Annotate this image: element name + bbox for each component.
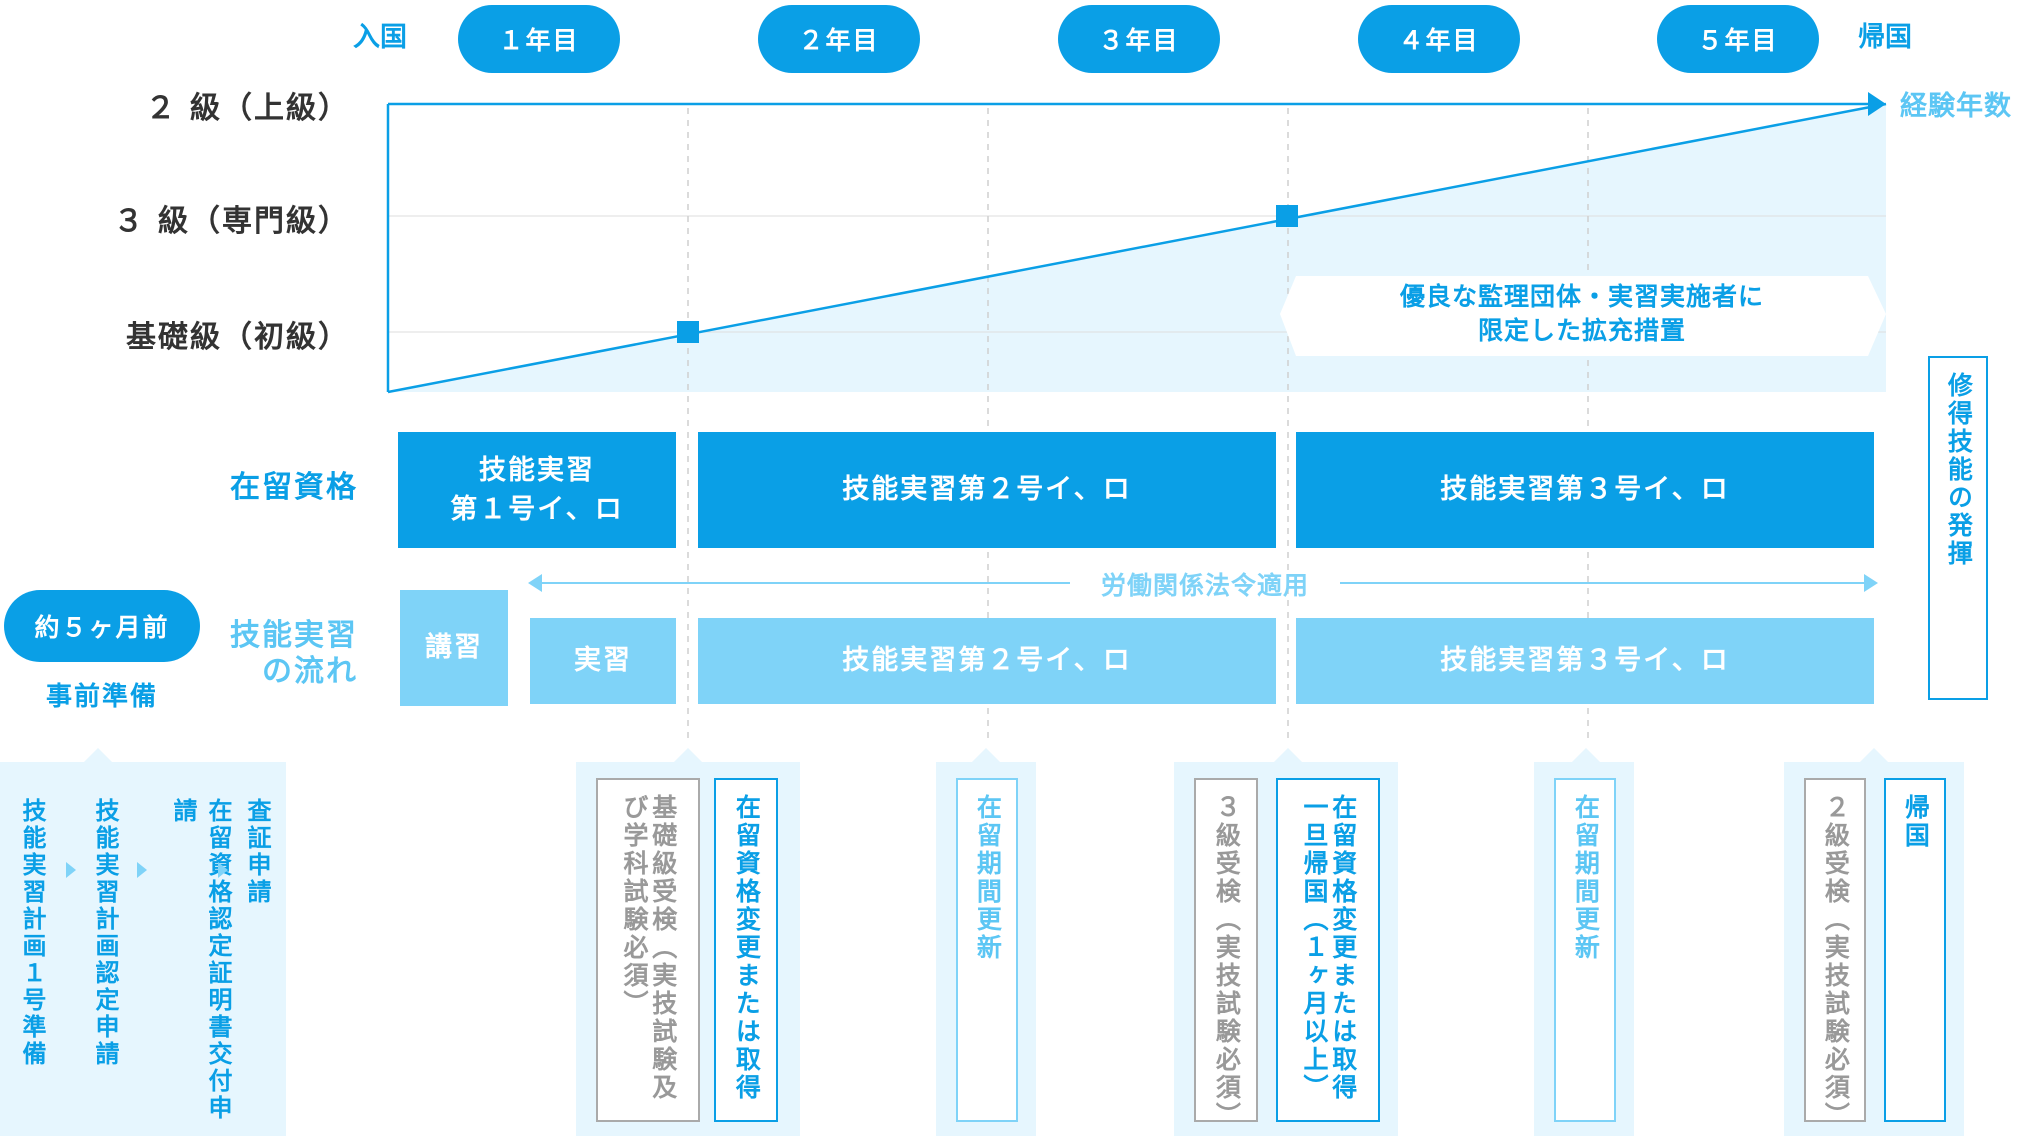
skill-box-text: 修得技能の発揮 (1944, 372, 1974, 568)
return-label: 帰国 (1858, 22, 1912, 53)
milestone-5-return-box: 帰国 (1884, 778, 1946, 1122)
prep-panel: 技能実習計画１号準備 技能実習計画認定申請 在留資格認定証明書交付申請 査証申請 (0, 762, 286, 1136)
labor-law-arrow-right-icon (1864, 574, 1878, 592)
prep-pill: 約５ヶ月前 (4, 590, 200, 662)
milestone-2-text: 在留期間更新 (973, 794, 1003, 962)
note-callout (1280, 276, 1886, 356)
skill-box: 修得技能の発揮 (1928, 356, 1988, 700)
prep-step-1: 技能実習計画１号準備 (18, 798, 46, 1068)
flow-label: 技能実習 の流れ (118, 618, 358, 690)
milestone-1-status-box: 在留資格変更または取得 (714, 778, 778, 1122)
prep-step-4: 査証申請 (243, 798, 271, 906)
milestone-3-status-box: 在留資格変更または取得 一旦帰国（１ヶ月以上） (1276, 778, 1380, 1122)
status-label: 在留資格 (230, 470, 358, 505)
flow-block-practice: 実習 (530, 618, 676, 704)
year-dividers (687, 108, 1589, 740)
expansion-note: 優良な監理団体・実習実施者に 限定した拡充措置 (1296, 280, 1868, 348)
entry-label: 入国 (353, 22, 407, 53)
note-line-2: 限定した拡充措置 (1477, 315, 1686, 345)
year-1-pill: １年目 (458, 5, 620, 73)
axis-label: 経験年数 (1900, 91, 2012, 122)
milestone-5-return-text: 帰国 (1901, 794, 1931, 850)
milestone-1-exam-text: 基礎級受検（実技試験及び学科試験必須） (620, 794, 678, 1102)
level-2-label: ２ 級（上級） (145, 91, 350, 126)
note-line-1: 優良な監理団体・実習実施者に (1399, 282, 1764, 311)
milestone-4-text: 在留期間更新 (1571, 794, 1601, 962)
level-3-label: ３ 級（専門級） (113, 204, 350, 239)
milestone-1-exam-box: 基礎級受検（実技試験及び学科試験必須） (596, 778, 700, 1122)
milestone-3-status-text: 在留資格変更または取得 一旦帰国（１ヶ月以上） (1299, 794, 1358, 1120)
prep-step-2: 技能実習計画認定申請 (91, 798, 119, 1068)
year-3-pill: ３年目 (1058, 5, 1220, 73)
milestone-3-status-line-a: 在留資格変更または取得 (1328, 794, 1358, 1102)
flow-label-line-2: の流れ (262, 654, 358, 689)
year-5-pill: ５年目 (1657, 5, 1819, 73)
marker-basic (677, 321, 699, 343)
flow-label-line-1: 技能実習 (230, 618, 358, 653)
status-block-3: 技能実習第３号イ、ロ (1296, 432, 1874, 548)
milestone-1-panel: 基礎級受検（実技試験及び学科試験必須） 在留資格変更または取得 (576, 762, 800, 1136)
labor-law-arrow-left-icon (528, 574, 542, 592)
level-basic-label: 基礎級（初級） (126, 320, 350, 355)
axis-arrow-icon (1868, 92, 1886, 116)
milestone-5-exam-box: ２級受検（実技試験必須） (1804, 778, 1866, 1130)
arrow-right-icon (137, 862, 147, 878)
status-block-1: 技能実習 第１号イ、ロ (398, 432, 676, 548)
milestone-5-panel: ２級受検（実技試験必須） 帰国 (1784, 762, 1964, 1136)
milestone-4-panel: 在留期間更新 (1534, 762, 1634, 1136)
arrow-right-icon (66, 862, 76, 878)
milestone-2-box: 在留期間更新 (956, 778, 1018, 1122)
milestone-3-exam-text: ３級受検（実技試験必須） (1212, 794, 1242, 1130)
year-2-pill: ２年目 (758, 5, 920, 73)
progress-line (387, 102, 1887, 394)
status-block-2: 技能実習第２号イ、ロ (698, 432, 1276, 548)
milestone-3-exam-box: ３級受検（実技試験必須） (1194, 778, 1258, 1130)
flow-block-2: 技能実習第２号イ、ロ (698, 618, 1276, 704)
flow-block-3: 技能実習第３号イ、ロ (1296, 618, 1874, 704)
milestone-5-exam-text: ２級受検（実技試験必須） (1821, 794, 1851, 1130)
milestone-3-panel: ３級受検（実技試験必須） 在留資格変更または取得 一旦帰国（１ヶ月以上） (1174, 762, 1398, 1136)
flow-block-lecture: 講習 (400, 590, 508, 706)
milestone-4-box: 在留期間更新 (1554, 778, 1616, 1122)
milestone-3-status-line-b: 一旦帰国（１ヶ月以上） (1300, 794, 1329, 1102)
status-block-1-line-2: 第１号イ、ロ (450, 494, 624, 525)
milestone-1-status-text: 在留資格変更または取得 (732, 794, 762, 1102)
year-4-pill: ４年目 (1358, 5, 1520, 73)
status-block-1-line-1: 技能実習 (479, 454, 595, 486)
prep-caption: 事前準備 (45, 682, 158, 712)
marker-level-3 (1276, 205, 1298, 227)
milestone-2-panel: 在留期間更新 (936, 762, 1036, 1136)
prep-step-3: 在留資格認定証明書交付申請 (169, 798, 232, 1122)
arrow-right-icon (218, 862, 228, 878)
labor-law-label: 労働関係法令適用 (1100, 571, 1309, 600)
